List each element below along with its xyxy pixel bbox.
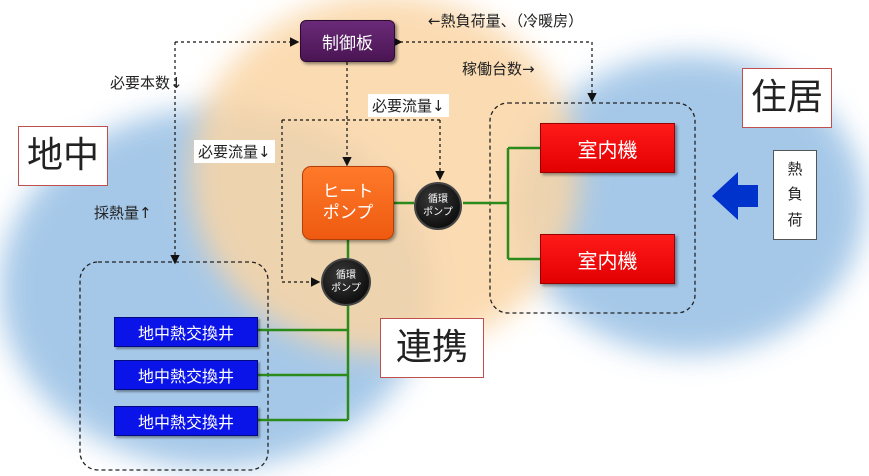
signal-lines — [170, 37, 597, 287]
circulation-pump-upper: 循環 ポンプ — [414, 182, 462, 230]
control-board: 制御板 — [300, 20, 395, 62]
signal-heat-collection: 採熱量↑ — [94, 204, 152, 222]
signal-operating-units: 稼働台数→ — [462, 60, 535, 78]
heat-load-char: 熱 — [787, 159, 803, 178]
pump-label-1: 循環 — [336, 270, 356, 281]
heat-load-char: 負 — [787, 185, 803, 204]
circulation-pump-lower: 循環 ポンプ — [321, 258, 371, 306]
signal-required-flow-right: 必要流量↓ — [368, 94, 449, 117]
heat-load-arrow — [712, 172, 758, 220]
pump-label-2: ポンプ — [423, 207, 453, 218]
pump-label-1: 循環 — [428, 194, 448, 205]
ground-heat-exchange-well: 地中熱交換井 — [114, 317, 258, 347]
heat-load-box: 熱 負 荷 — [773, 150, 817, 240]
pump-label-2: ポンプ — [331, 283, 361, 294]
region-label-link: 連携 — [380, 318, 484, 378]
indoor-unit: 室内機 — [540, 123, 675, 173]
ground-heat-exchange-well: 地中熱交換井 — [114, 360, 258, 390]
residence-boundary — [489, 102, 696, 314]
indoor-unit: 室内機 — [540, 234, 675, 284]
ground-heat-exchange-well: 地中熱交換井 — [114, 406, 258, 436]
heat-load-char: 荷 — [787, 210, 803, 229]
signal-required-wells: 必要本数↓ — [110, 74, 183, 92]
ground-boundary — [79, 261, 269, 471]
signal-heat-load: ←熱負荷量、（冷暖房） — [428, 12, 584, 30]
heat-pump-label-1: ヒート — [322, 181, 374, 202]
heat-pump-label-2: ポンプ — [322, 203, 374, 223]
region-label-ground: 地中 — [18, 126, 108, 186]
heat-pump: ヒート ポンプ — [302, 166, 394, 240]
region-label-residence: 住居 — [742, 68, 832, 128]
pipe-network — [258, 146, 540, 422]
signal-required-flow-left: 必要流量↓ — [194, 140, 275, 163]
